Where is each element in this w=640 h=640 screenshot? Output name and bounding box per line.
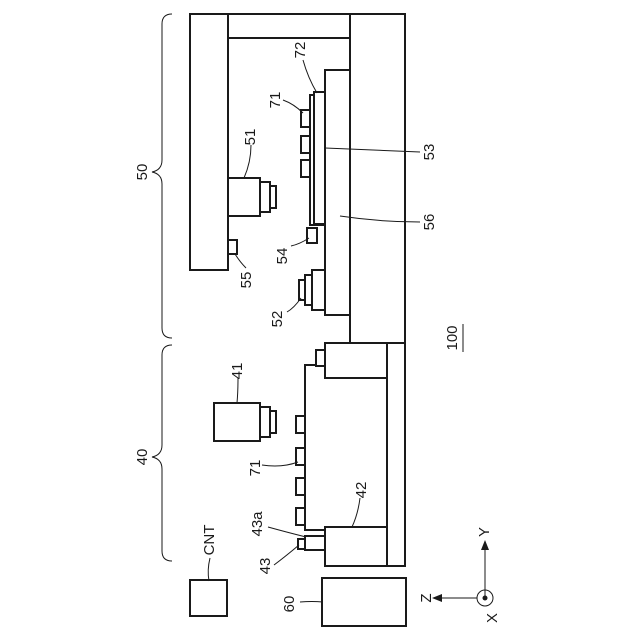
- stage-56: [325, 70, 350, 315]
- upper-frame-right-column: [350, 14, 405, 343]
- chip-71-bottom-3: [296, 478, 305, 495]
- element-43a: [305, 536, 325, 550]
- label-43a: 43a: [249, 511, 266, 537]
- element-55: [228, 240, 237, 254]
- brace-50: [152, 14, 172, 338]
- element-43: [298, 539, 305, 549]
- leader-60: [300, 602, 323, 603]
- label-cnt: CNT: [201, 525, 218, 556]
- label-40: 40: [134, 449, 151, 466]
- brace-40: [152, 345, 172, 561]
- leader-43: [274, 545, 299, 565]
- label-56: 56: [421, 214, 438, 231]
- camera-52-step2: [305, 275, 312, 305]
- label-42: 42: [353, 482, 370, 499]
- leader-43a: [268, 527, 306, 537]
- leader-72: [303, 60, 317, 93]
- leader-51: [244, 145, 251, 178]
- chip-71-bottom-4: [296, 508, 305, 525]
- chip-71-top-2: [301, 136, 310, 153]
- axis-label-x: X: [484, 613, 501, 623]
- label-53: 53: [421, 144, 438, 161]
- label-72: 72: [292, 42, 309, 59]
- lower-frame-base: [387, 343, 405, 566]
- label-54: 54: [274, 248, 291, 265]
- label-71-top: 71: [267, 92, 284, 109]
- block-42: [325, 527, 387, 566]
- camera-41-step2: [270, 411, 276, 433]
- leader-55: [235, 254, 246, 268]
- camera-51-step2: [270, 186, 276, 208]
- axis-y-arrowhead: [481, 540, 489, 550]
- label-60: 60: [281, 596, 298, 613]
- camera-41-step1: [260, 407, 270, 437]
- box-60: [322, 578, 406, 626]
- lower-upper-block-tab: [316, 350, 325, 366]
- element-54: [307, 228, 317, 243]
- lower-upper-block: [325, 343, 387, 378]
- leader-52: [287, 298, 301, 312]
- axis-label-y: Y: [476, 527, 493, 537]
- lower-table-body: [305, 365, 387, 530]
- label-51: 51: [242, 129, 259, 146]
- label-52: 52: [269, 311, 286, 328]
- camera-52-step3: [299, 280, 305, 300]
- camera-51-body: [228, 178, 260, 216]
- substrate-72: [314, 92, 325, 224]
- leader-71-bottom: [262, 462, 298, 466]
- chip-71-bottom-1: [296, 416, 305, 433]
- label-100: 100: [444, 325, 461, 350]
- label-41: 41: [229, 363, 246, 380]
- axis-label-z: Z: [418, 593, 435, 602]
- label-50: 50: [134, 164, 151, 181]
- camera-41-body: [214, 403, 260, 441]
- controller-cnt-box: [190, 580, 227, 616]
- leader-cnt: [208, 558, 210, 581]
- chip-71-top-3: [301, 160, 310, 177]
- axis-x-dot: [483, 596, 488, 601]
- camera-52-step1: [312, 270, 325, 310]
- upper-frame-top-beam: [228, 14, 350, 38]
- label-55: 55: [238, 272, 255, 289]
- label-43: 43: [257, 558, 274, 575]
- leader-41: [237, 378, 238, 403]
- upper-frame-left-plate: [190, 14, 228, 270]
- label-71-bottom: 71: [247, 460, 264, 477]
- camera-51-step1: [260, 182, 270, 212]
